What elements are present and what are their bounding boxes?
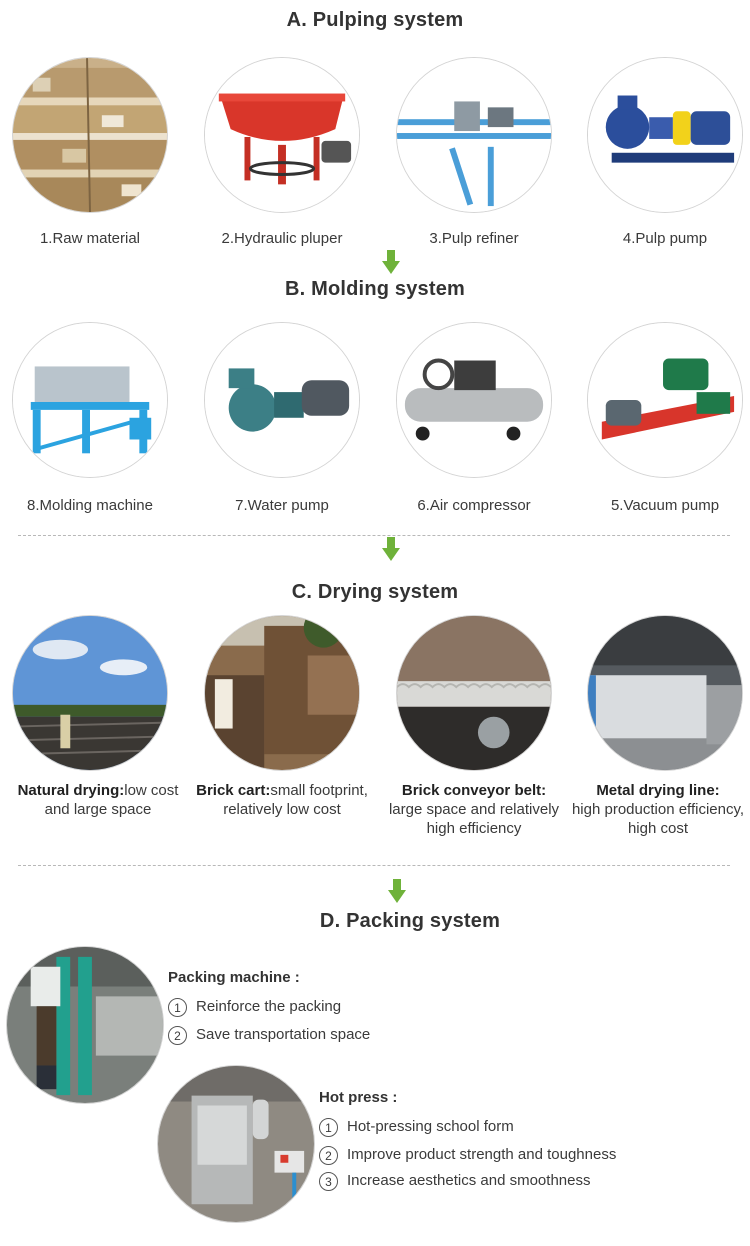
caption-vacuum-pump: 5.Vacuum pump — [610, 497, 720, 514]
natural-drying-label: Natural drying: — [17, 782, 125, 799]
water-pump-icon — [205, 323, 359, 477]
brick-cart-image — [204, 615, 360, 771]
packing-machine-title: Packing machine : — [168, 969, 300, 986]
caption-raw-material: 1.Raw material — [39, 230, 141, 247]
number-circle-2: 2 — [319, 1145, 338, 1165]
brick-conveyor-belt-label: Brick conveyor belt: — [401, 782, 547, 799]
molding-machine-image — [12, 322, 168, 478]
section-title-packing: D. Packing system — [319, 910, 501, 932]
section-title-drying: C. Drying system — [291, 581, 459, 603]
packing-machine-item: 2 Save transportation space — [168, 1024, 370, 1046]
packing-machine-item-text: Save transportation space — [196, 1026, 371, 1043]
hot-press-item-text: Improve product strength and toughness — [347, 1146, 617, 1163]
caption-pulp-refiner: 3.Pulp refiner — [429, 230, 519, 247]
section-title-molding: B. Molding system — [284, 278, 466, 300]
molding-machine-icon — [13, 323, 167, 477]
pulp-pump-icon — [588, 58, 742, 212]
natural-drying-image — [12, 615, 168, 771]
metal-drying-line-icon — [588, 616, 742, 770]
caption-brick-cart: Brick cart:small footprint, relatively l… — [189, 781, 375, 819]
pulp-refiner-icon — [397, 58, 551, 212]
hot-press-icon — [158, 1066, 314, 1222]
hot-press-item-text: Hot-pressing school form — [347, 1118, 514, 1135]
number-circle-3: 3 — [319, 1171, 338, 1191]
natural-drying-desc: low cost and large space — [44, 782, 179, 818]
divider — [18, 865, 730, 866]
vacuum-pump-icon — [588, 323, 742, 477]
caption-air-compressor: 6.Air compressor — [417, 497, 531, 514]
section-title-pulping: A. Pulping system — [286, 9, 464, 31]
hot-press-item: 1 Hot-pressing school form — [319, 1116, 514, 1138]
packing-machine-item: 1 Reinforce the packing — [168, 996, 341, 1018]
caption-hydraulic-pulper: 2.Hydraulic pluper — [221, 230, 343, 247]
hydraulic-pulper-icon — [205, 58, 359, 212]
brick-cart-desc: small footprint, relatively low cost — [223, 782, 368, 818]
number-circle-1: 1 — [319, 1117, 338, 1137]
arrow-down-icon — [382, 537, 400, 561]
packing-machine-icon — [7, 947, 163, 1103]
water-pump-image — [204, 322, 360, 478]
raw-material-image — [12, 57, 168, 213]
packing-machine-image — [6, 946, 164, 1104]
caption-brick-conveyor-belt: Brick conveyor belt: large space and rela… — [376, 781, 572, 838]
brick-conveyor-belt-image — [396, 615, 552, 771]
brick-cart-label: Brick cart: — [196, 782, 271, 799]
raw-material-bale-icon — [13, 58, 167, 212]
packing-machine-item-text: Reinforce the packing — [196, 998, 342, 1015]
brick-conveyor-belt-desc: large space and relatively high efficien… — [388, 801, 560, 837]
pulp-pump-image — [587, 57, 743, 213]
pulp-refiner-image — [396, 57, 552, 213]
hydraulic-pulper-image — [204, 57, 360, 213]
metal-drying-line-label: Metal drying line: — [596, 782, 720, 799]
metal-drying-line-desc: high production efficiency, high cost — [571, 801, 745, 837]
number-circle-1: 1 — [168, 997, 187, 1017]
vacuum-pump-image — [587, 322, 743, 478]
caption-natural-drying: Natural drying:low cost and large space — [3, 781, 193, 819]
arrow-down-icon — [382, 250, 400, 274]
caption-metal-drying-line: Metal drying line: high production effici… — [566, 781, 750, 838]
divider — [18, 535, 730, 536]
arrow-down-icon — [388, 879, 406, 903]
air-compressor-image — [396, 322, 552, 478]
brick-conveyor-belt-icon — [397, 616, 551, 770]
hot-press-item: 3 Increase aesthetics and smoothness — [319, 1170, 590, 1192]
number-circle-2: 2 — [168, 1025, 187, 1045]
air-compressor-icon — [397, 323, 551, 477]
caption-water-pump: 7.Water pump — [235, 497, 329, 514]
hot-press-item-text: Increase aesthetics and smoothness — [347, 1172, 591, 1189]
hot-press-item: 2 Improve product strength and toughness — [319, 1144, 616, 1166]
natural-drying-icon — [13, 616, 167, 770]
caption-molding-machine: 8.Molding machine — [27, 497, 153, 514]
brick-cart-icon — [205, 616, 359, 770]
metal-drying-line-image — [587, 615, 743, 771]
hot-press-title: Hot press : — [319, 1089, 398, 1106]
hot-press-image — [157, 1065, 315, 1223]
caption-pulp-pump: 4.Pulp pump — [622, 230, 708, 247]
